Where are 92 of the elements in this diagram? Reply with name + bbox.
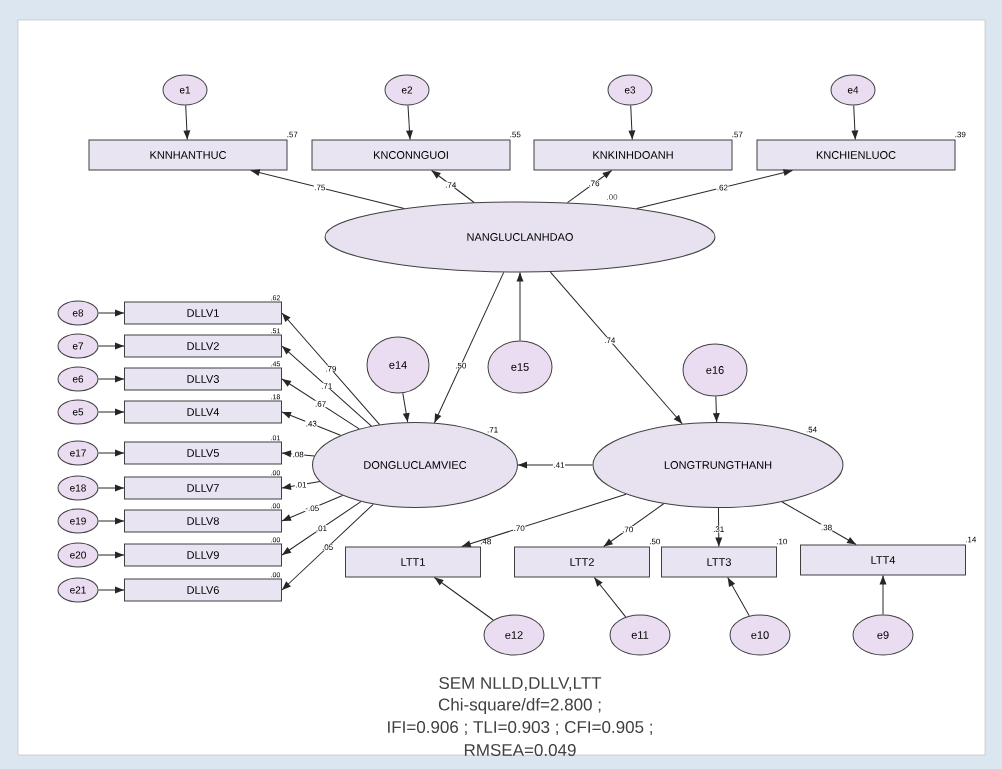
arrow: [98, 342, 125, 350]
edge-label: .41: [552, 461, 566, 469]
observed-variable-box: DLLV4: [124, 400, 282, 424]
edge-label: .75: [313, 184, 326, 191]
arrow: [281, 378, 360, 430]
observed-variable-box: DLLV6: [124, 578, 282, 602]
edge-label: .79: [324, 365, 337, 373]
arrow: [879, 575, 887, 615]
observed-variable-box: DLLV1: [124, 301, 282, 325]
arrow: [281, 312, 381, 426]
arrow: [566, 170, 613, 204]
arrow: [715, 507, 723, 547]
arrow: [461, 493, 627, 548]
arrow: [250, 169, 405, 209]
arrow: [517, 461, 593, 469]
arrow: [851, 105, 859, 140]
edge-label: .01: [294, 481, 307, 489]
arrow: [281, 411, 341, 436]
observed-variable-box: DLLV5: [124, 441, 282, 465]
edge-label: .62: [716, 184, 729, 191]
arrow: [98, 517, 125, 525]
observed-variable-box: LTT1: [345, 546, 481, 578]
arrow: [593, 577, 627, 618]
arrow: [402, 392, 410, 423]
arrow: [98, 551, 125, 559]
coefficient-label: .10: [776, 538, 787, 545]
fit-statistics-text: SEM NLLD,DLLV,LTT: [439, 677, 602, 692]
observed-variable-box: KNCHIENLUOC: [756, 139, 956, 171]
arrow: [431, 170, 475, 203]
observed-variable-box: DLLV9: [124, 543, 282, 567]
arrow: [281, 345, 372, 427]
arrow: [98, 309, 125, 317]
arrow: [98, 484, 125, 492]
coefficient-label: .39: [955, 131, 966, 138]
arrow: [433, 271, 505, 424]
arrow: [281, 501, 362, 556]
edge-label: .08: [292, 451, 305, 458]
arrow: [98, 449, 125, 457]
edge-label: .01: [315, 524, 328, 532]
arrow: [628, 105, 636, 140]
arrow: [98, 408, 125, 416]
edge-label: .74: [603, 337, 616, 344]
edge-label: .31: [712, 525, 725, 533]
edge-label: .67: [314, 400, 327, 408]
edge-label: .70: [621, 526, 634, 533]
edge-label: .74: [444, 181, 457, 189]
fit-statistics-text: Chi-square/df=2.800 ;: [438, 698, 601, 714]
arrow: [727, 577, 750, 617]
fit-statistics-text: RMSEA=0.049: [464, 744, 576, 757]
edge-label: .50: [454, 362, 467, 369]
arrow: [781, 501, 857, 545]
edge-label: .05: [321, 543, 334, 551]
arrow: [98, 375, 125, 383]
arrow: [183, 105, 191, 140]
coefficient-label: .55: [510, 131, 521, 138]
observed-variable-box: DLLV8: [124, 509, 282, 533]
coefficient-label: .57: [287, 131, 298, 138]
arrow: [281, 480, 321, 490]
coefficient-label: .71: [487, 426, 498, 433]
edge-label: .38: [820, 524, 833, 531]
observed-variable-box: LTT2: [514, 546, 650, 578]
arrow: [636, 169, 793, 209]
observed-variable-box: KNCONNGUOI: [311, 139, 511, 171]
observed-variable-box: LTT4: [800, 544, 966, 576]
observed-variable-box: KNKINHDOANH: [533, 139, 733, 171]
arrow: [516, 272, 524, 341]
arrow: [281, 495, 343, 522]
coefficient-label: .00: [607, 194, 618, 200]
arrow: [433, 577, 494, 621]
edge-label: .76: [587, 180, 601, 187]
arrow: [281, 503, 374, 591]
observed-variable-box: KNNHANTHUC: [88, 139, 288, 171]
arrow: [98, 586, 125, 594]
arrow: [281, 450, 315, 458]
observed-variable-box: DLLV2: [124, 334, 282, 358]
coefficient-label: .48: [480, 538, 491, 545]
coefficient-label: .50: [649, 538, 660, 545]
arrow: [712, 396, 720, 423]
fit-statistics-text: IFI=0.906 ; TLI=0.903 ; CFI=0.905 ;: [388, 721, 652, 736]
arrow: [549, 271, 683, 425]
observed-variable-box: LTT3: [661, 546, 777, 578]
arrow: [603, 503, 665, 547]
observed-variable-box: DLLV7: [124, 476, 282, 500]
observed-variable-box: DLLV3: [124, 367, 282, 391]
edge-label: .70: [513, 524, 526, 532]
coefficient-label: .14: [965, 536, 977, 543]
edge-label: .43: [305, 420, 318, 427]
coefficient-label: .54: [806, 426, 817, 433]
coefficient-label: .57: [732, 131, 743, 138]
arrow: [406, 105, 413, 140]
edge-label: .71: [320, 382, 333, 390]
edge-label: -.05: [304, 504, 320, 512]
